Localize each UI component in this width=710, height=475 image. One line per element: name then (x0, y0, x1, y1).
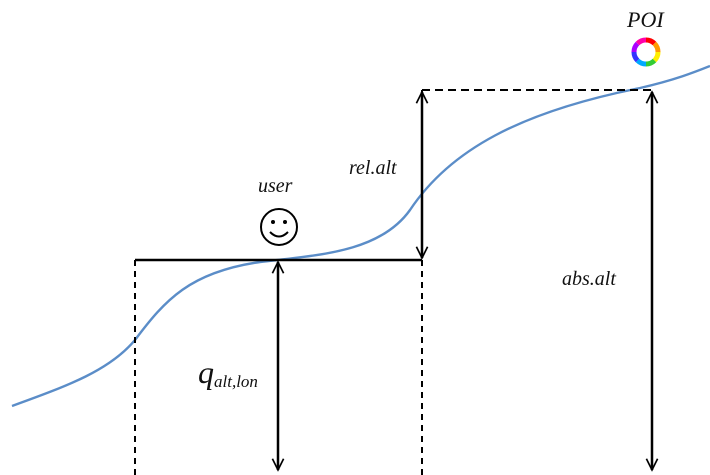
q-subscript: alt,lon (214, 372, 258, 391)
rel-alt-label: rel.alt (349, 157, 397, 179)
color-wheel-segment (631, 51, 640, 63)
terrain-curve (11, 64, 710, 408)
color-wheel-segment (652, 41, 661, 53)
color-wheel-segment (645, 58, 657, 67)
color-wheel-segment (635, 37, 647, 46)
color-wheel-icon (631, 37, 661, 67)
color-wheel-segment (652, 51, 661, 63)
q-alt-lon-label: qalt,lon (198, 354, 258, 391)
color-wheel-segment (635, 58, 647, 67)
poi-label: POI (626, 7, 665, 32)
abs-alt-label: abs.alt (562, 268, 616, 290)
user-label: user (258, 175, 293, 197)
q-symbol: q (198, 354, 214, 390)
color-wheel-segment (645, 37, 657, 46)
smiley-face-icon (260, 208, 298, 246)
color-wheel-segment (631, 41, 640, 53)
